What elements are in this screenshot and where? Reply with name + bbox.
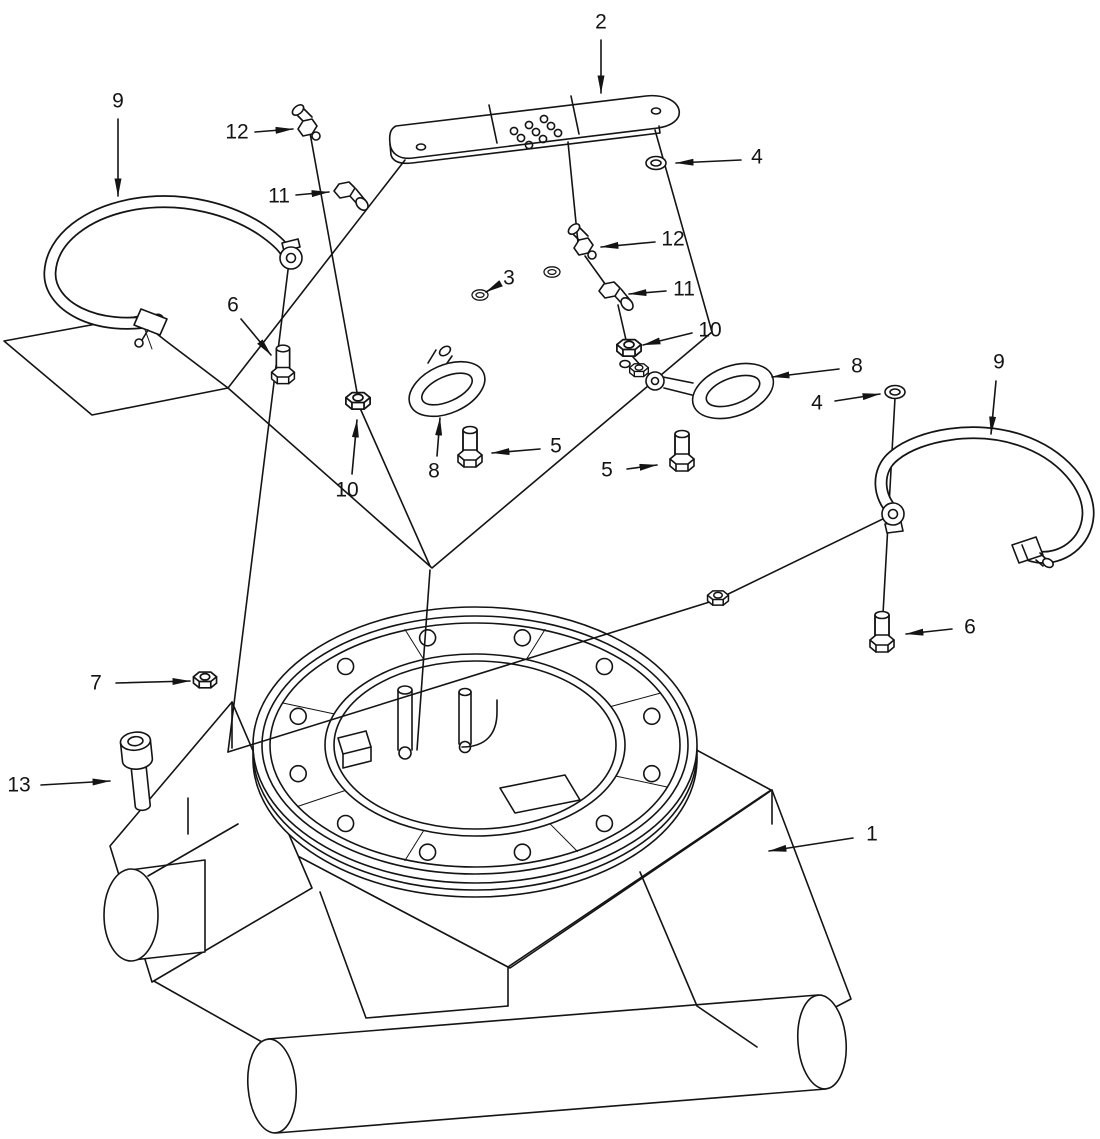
callout-5-left: 5 [550, 434, 562, 458]
callout-4-right: 4 [811, 391, 823, 415]
inner-bracket [337, 685, 581, 814]
corner-plate [3, 315, 229, 416]
callout-6-left: 6 [227, 293, 239, 317]
socket-head-screw [119, 731, 154, 812]
hose-loop-left [408, 345, 486, 418]
leader-lines [40, 39, 997, 852]
callout-9-left: 9 [112, 89, 124, 113]
callout-1: 1 [866, 822, 878, 846]
hose-left [43, 195, 303, 348]
manifold-ports [509, 114, 563, 150]
slew-ring [252, 606, 698, 898]
callout-8-left: 8 [428, 459, 440, 483]
hex-nut-mid [706, 590, 730, 606]
callout-10-right: 10 [698, 318, 722, 342]
o-ring-upper [645, 155, 667, 171]
adapter-fitting-right [598, 281, 637, 314]
callout-5-right: 5 [601, 458, 613, 482]
callout-10-left: 10 [335, 478, 359, 502]
callout-3: 3 [503, 266, 515, 290]
callout-11-left: 11 [268, 184, 290, 208]
hex-bolt-left [457, 425, 483, 468]
o-ring-right [884, 384, 906, 400]
plug-fitting-right [565, 220, 597, 260]
plug-fitting-left [289, 101, 321, 141]
callout-8-right: 8 [851, 354, 863, 378]
callout-4-upper: 4 [751, 145, 763, 169]
hex-nut-right [616, 338, 642, 358]
callout-11-right: 11 [673, 277, 695, 301]
bolt-right [869, 610, 895, 653]
manifold-plate [388, 94, 681, 165]
adapter-fitting-left [333, 181, 372, 214]
callout-13: 13 [7, 773, 31, 797]
washer-right [543, 266, 561, 278]
ring-bolt-holes [289, 628, 661, 862]
hex-nut-left [345, 391, 371, 411]
callout-12-left: 12 [225, 120, 249, 144]
callout-12-right: 12 [661, 227, 685, 251]
bolt-left [270, 344, 296, 385]
hose-right [874, 426, 1095, 569]
callout-9-right: 9 [993, 350, 1005, 374]
hex-bolt-right [669, 429, 695, 472]
callout-2: 2 [595, 10, 607, 34]
callout-6-right: 6 [964, 615, 976, 639]
hose-loop-right [619, 359, 775, 420]
hex-nut-front [192, 671, 218, 689]
callout-7: 7 [90, 671, 102, 695]
